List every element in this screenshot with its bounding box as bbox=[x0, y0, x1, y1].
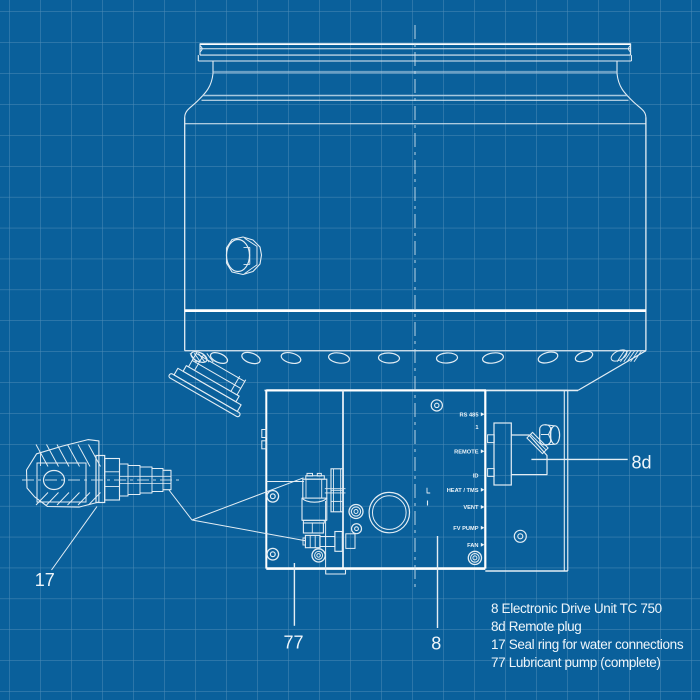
svg-text:RS 485: RS 485 bbox=[460, 413, 479, 419]
svg-text:8: 8 bbox=[431, 634, 441, 654]
svg-text:17: 17 bbox=[35, 570, 55, 590]
svg-text:ID: ID bbox=[473, 474, 479, 480]
svg-text:77 Lubricant pump (complete): 77 Lubricant pump (complete) bbox=[491, 655, 661, 670]
svg-text:HEAT / TMS: HEAT / TMS bbox=[447, 488, 479, 494]
svg-text:17 Seal ring for water connect: 17 Seal ring for water connections bbox=[491, 637, 684, 652]
svg-text:1: 1 bbox=[475, 425, 478, 431]
svg-text:FAN: FAN bbox=[467, 543, 478, 549]
svg-text:8d: 8d bbox=[632, 453, 652, 473]
svg-text:FV PUMP: FV PUMP bbox=[453, 526, 478, 532]
svg-text:REMOTE: REMOTE bbox=[454, 450, 479, 456]
svg-text:VENT: VENT bbox=[463, 505, 479, 511]
svg-text:8 Electronic Drive Unit TC 750: 8 Electronic Drive Unit TC 750 bbox=[491, 601, 662, 616]
svg-text:8d Remote plug: 8d Remote plug bbox=[491, 619, 581, 634]
svg-text:77: 77 bbox=[283, 633, 303, 653]
